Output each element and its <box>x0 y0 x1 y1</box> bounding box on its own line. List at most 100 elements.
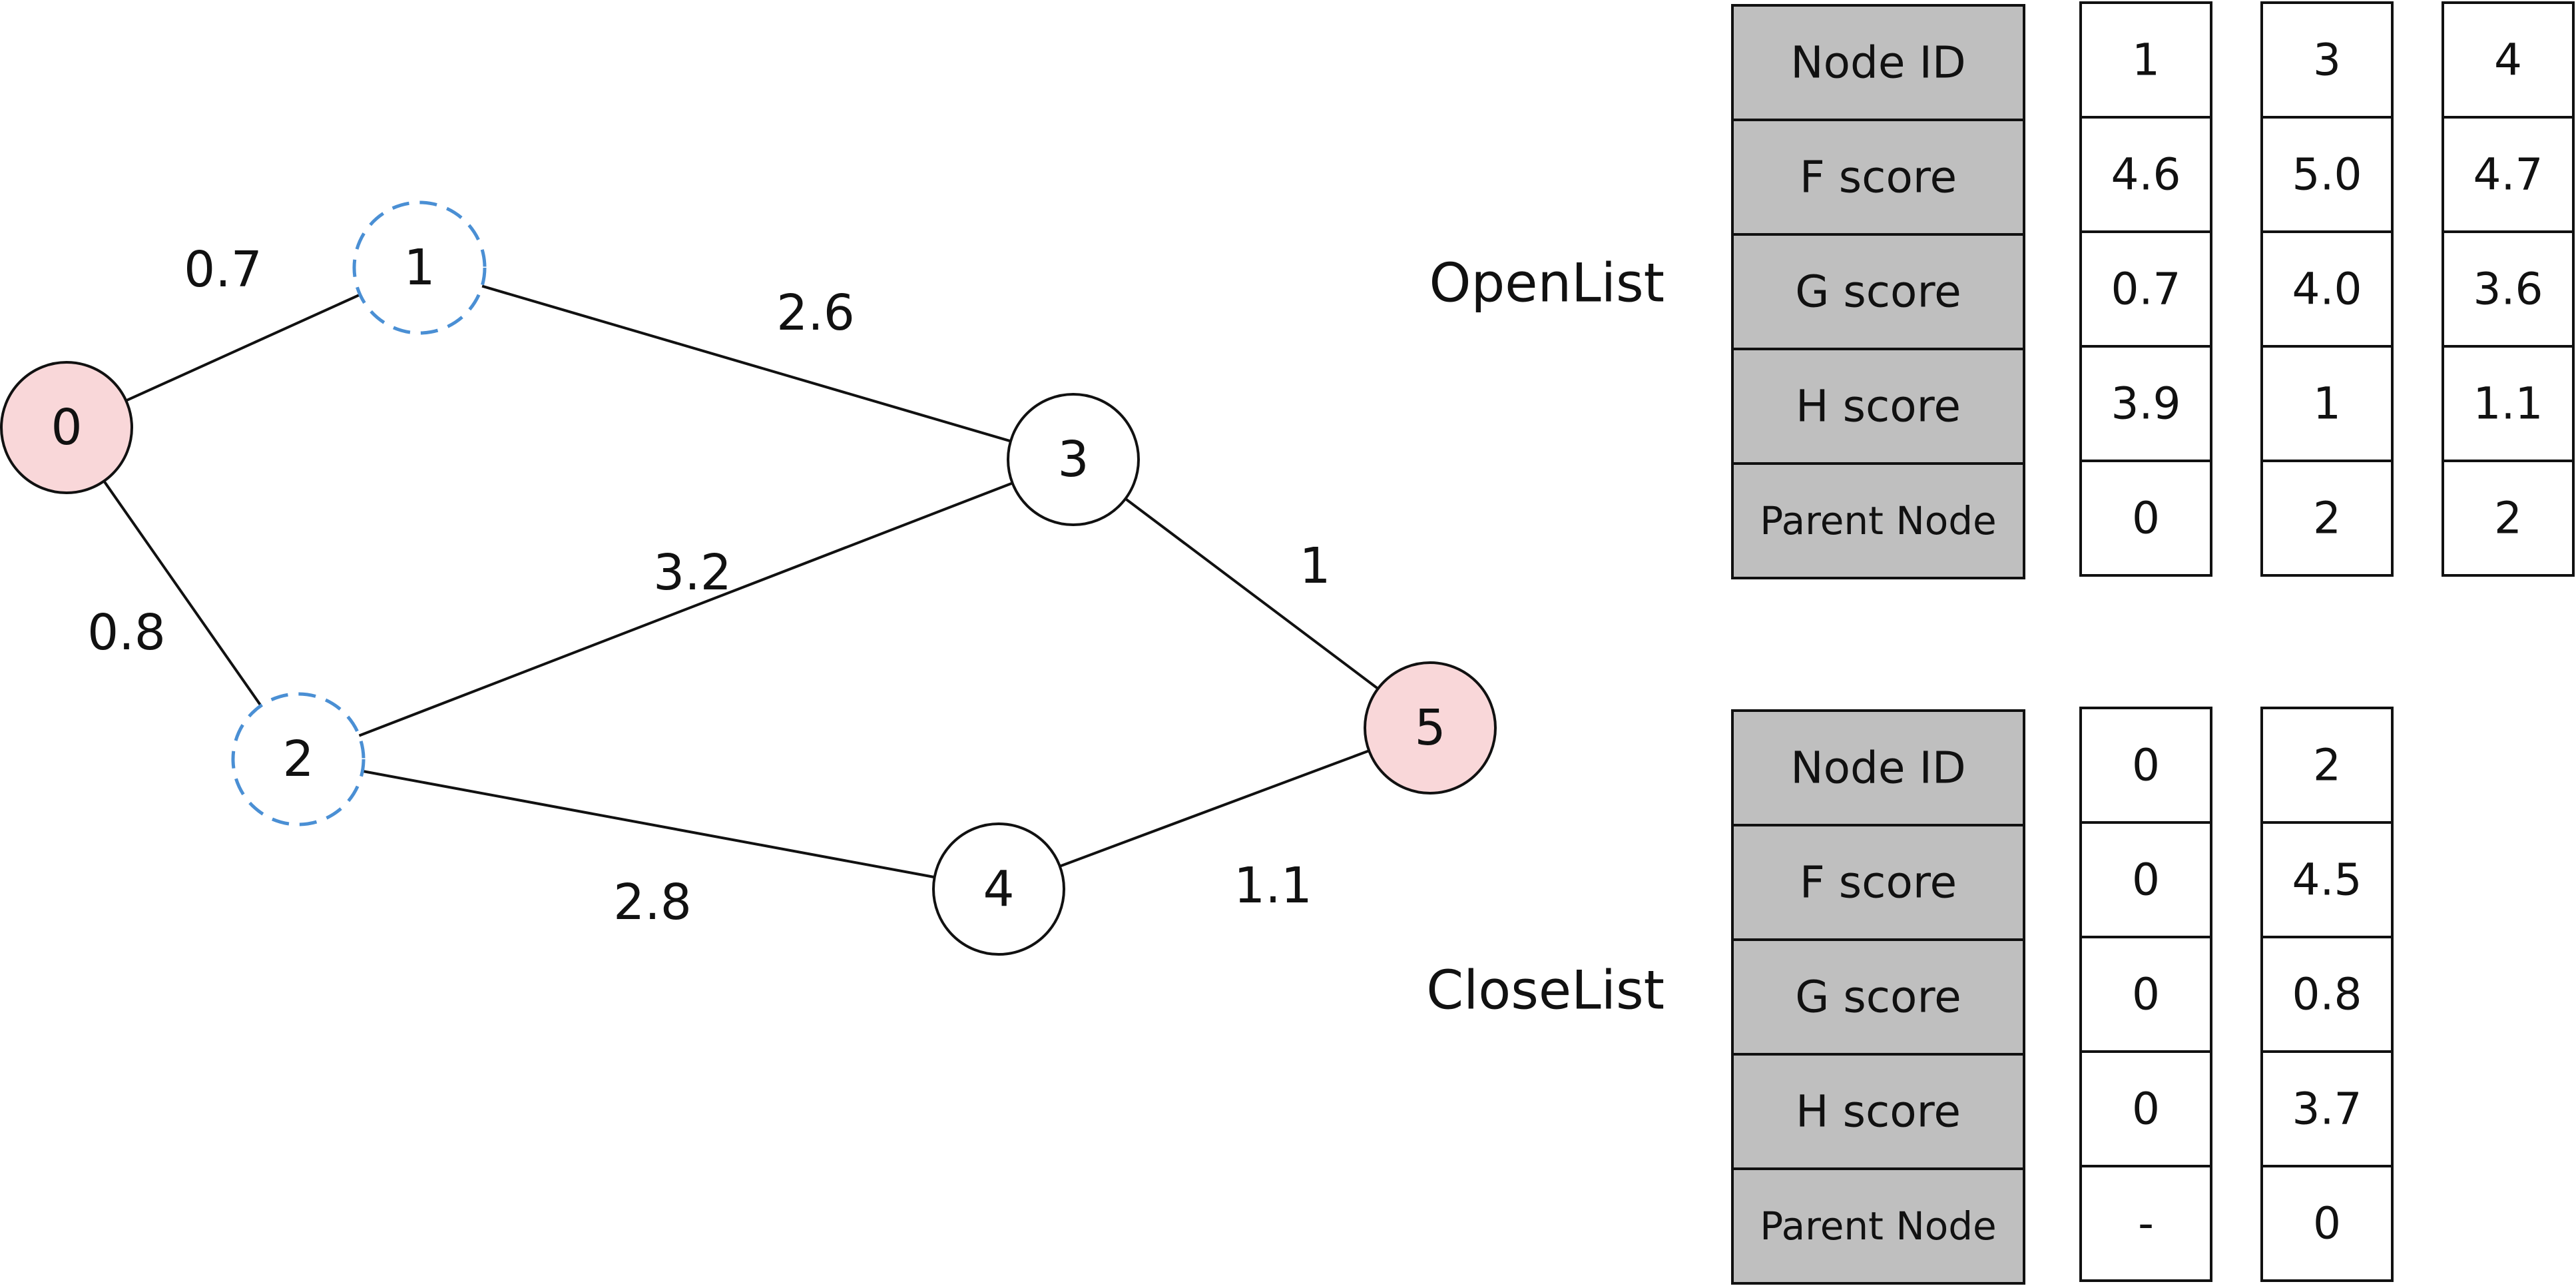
close-list-value-cell <box>2260 1165 2394 1282</box>
close-list-row-header: G score <box>1795 972 1961 1023</box>
open-list-value: 2 <box>2494 493 2522 544</box>
open-list-value: 3.9 <box>2111 378 2181 430</box>
close-list-value: 4.5 <box>2292 854 2362 906</box>
close-list-row-header-cell <box>1731 1053 2025 1170</box>
close-list-value: 0 <box>2132 969 2160 1020</box>
edge-2-3 <box>358 482 1013 737</box>
node-circle-4 <box>932 822 1065 956</box>
open-list-value: 4.0 <box>2292 264 2362 315</box>
open-list-value-cell <box>2079 345 2212 462</box>
open-list-row-header: Parent Node <box>1760 498 1996 543</box>
open-list-value: 5.0 <box>2292 149 2362 200</box>
edge-1-3 <box>481 284 1011 443</box>
open-list-value-cell <box>2079 460 2212 577</box>
close-list-row-header: Parent Node <box>1760 1203 1996 1249</box>
close-list-value: - <box>2138 1198 2154 1249</box>
open-list-value: 0 <box>2132 493 2160 544</box>
graph-node-2: 2 <box>231 692 366 826</box>
close-list-value-cell <box>2260 1050 2394 1167</box>
graph-node-1: 1 <box>352 200 487 335</box>
edge-weight-2-4: 2.8 <box>613 874 692 931</box>
close-list-value: 2 <box>2313 740 2341 791</box>
close-list-value: 0 <box>2313 1198 2341 1249</box>
edge-0-1 <box>125 293 361 402</box>
open-list-value-cell <box>2260 230 2394 348</box>
open-list-row-header-cell <box>1731 462 2025 579</box>
close-list-value: 0 <box>2132 1084 2160 1135</box>
open-list-value: 4 <box>2494 35 2522 86</box>
close-list-label: CloseList <box>1426 960 1665 1022</box>
edge-3-5 <box>1125 497 1379 690</box>
node-label-5: 5 <box>1414 699 1445 757</box>
graph-node-5: 5 <box>1364 661 1497 795</box>
open-list-value-cell <box>2079 1 2212 119</box>
close-list-value-cell <box>2079 936 2212 1053</box>
graph-node-0: 0 <box>0 361 133 494</box>
close-list-row-header-cell <box>1731 1167 2025 1285</box>
edge-weight-0-2: 0.8 <box>87 604 166 661</box>
node-circle-5 <box>1364 661 1497 795</box>
node-circle-0 <box>0 361 133 494</box>
close-list-row-header-cell <box>1731 938 2025 1056</box>
graph-edges <box>103 284 1379 879</box>
open-list-value: 3 <box>2313 35 2341 86</box>
open-list-value-cell <box>2260 1 2394 119</box>
open-list-row-header-cell <box>1731 348 2025 465</box>
edge-weight-3-5: 1 <box>1299 537 1330 595</box>
open-list-value: 4.6 <box>2111 149 2181 200</box>
edge-0-2 <box>103 480 262 707</box>
close-list-value-cell <box>2079 1050 2212 1167</box>
node-label-0: 0 <box>51 399 82 456</box>
open-list-value: 2 <box>2313 493 2341 544</box>
node-label-4: 4 <box>983 860 1014 918</box>
close-list-value-cell <box>2079 707 2212 824</box>
close-list-table: CloseList Node ID F score G score H scorePar… <box>1426 707 2394 1285</box>
open-list-label: OpenList <box>1429 252 1665 314</box>
edge-weight-4-5: 1.1 <box>1234 857 1312 914</box>
node-circle-3 <box>1007 393 1140 526</box>
open-list-value-cell <box>2442 460 2575 577</box>
open-list-row-header: Node ID <box>1790 37 1966 89</box>
edge-weights: 0.7 2.6 0.8 3.2 1 2.8 1.1 <box>87 241 1330 931</box>
close-list-row-header: F score <box>1800 857 1957 908</box>
close-list-value-cell <box>2079 1165 2212 1282</box>
graph-node-4: 4 <box>932 822 1065 956</box>
open-list-value: 1 <box>2313 378 2341 430</box>
close-list-value: 0 <box>2132 740 2160 791</box>
node-circle-2 <box>231 692 366 826</box>
node-label-3: 3 <box>1057 431 1089 488</box>
open-list-value-cell <box>2079 230 2212 348</box>
open-list-row-header: H score <box>1796 381 1961 432</box>
open-list-row-header: F score <box>1800 152 1957 203</box>
edge-weight-1-3: 2.6 <box>776 284 855 342</box>
close-list-value: 0 <box>2132 854 2160 906</box>
close-list-value: 3.7 <box>2292 1084 2362 1135</box>
open-list-table: OpenList Node ID F score G score H scorePare… <box>1429 1 2575 579</box>
edge-weight-2-3: 3.2 <box>653 544 732 601</box>
open-list-row-header-cell <box>1731 119 2025 236</box>
edge-weight-0-1: 0.7 <box>184 241 262 298</box>
open-list-value: 1.1 <box>2473 378 2543 430</box>
open-list-value-cell <box>2442 345 2575 462</box>
open-list-value-cell <box>2260 460 2394 577</box>
close-list-row-header-cell <box>1731 824 2025 941</box>
open-list-value-cell <box>2079 116 2212 233</box>
node-circle-1 <box>352 200 487 335</box>
close-list-row-header: Node ID <box>1790 743 1966 794</box>
graph-node-3: 3 <box>1007 393 1140 526</box>
open-list-value: 4.7 <box>2473 149 2543 200</box>
close-list-value-cell <box>2260 936 2394 1053</box>
open-list-row-header-cell <box>1731 233 2025 350</box>
close-list-value-cell <box>2260 707 2394 824</box>
edge-4-5 <box>1059 749 1370 868</box>
edge-2-4 <box>362 769 935 879</box>
open-list-value: 3.6 <box>2473 264 2543 315</box>
open-list-row-header: G score <box>1795 266 1961 318</box>
node-label-1: 1 <box>403 239 435 296</box>
close-list-row-header: H score <box>1796 1086 1961 1137</box>
graph-nodes: 0 1 2 3 4 5 <box>0 200 1497 956</box>
open-list-value: 0.7 <box>2111 264 2181 315</box>
close-list-value: 0.8 <box>2292 969 2362 1020</box>
node-label-2: 2 <box>282 731 314 788</box>
